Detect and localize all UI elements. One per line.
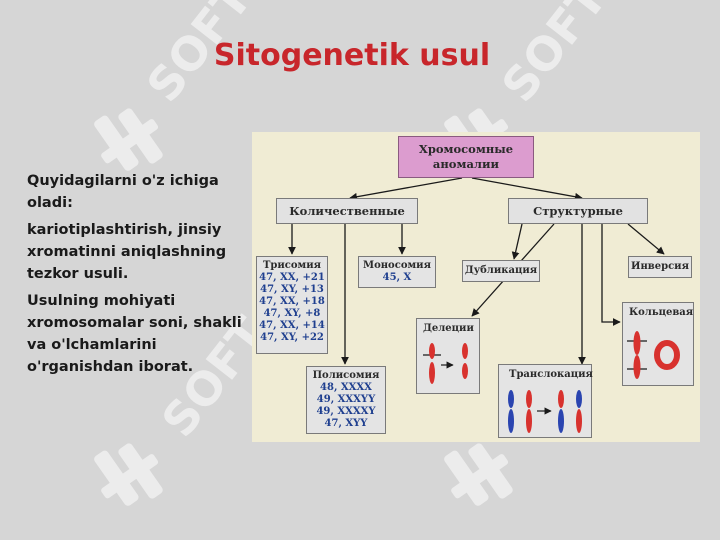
translocation-chromosomes-icon: [508, 390, 582, 433]
polysomy-item: 49, XXXYY: [316, 394, 376, 405]
node-duplication: Дубликация: [462, 260, 540, 282]
ring-label: Кольцевая: [629, 307, 694, 318]
node-polysomy: Полисомия 48, XXXX 49, XXXYY 49, XXXXY 4…: [306, 366, 386, 434]
polysomy-label: Полисомия: [312, 370, 380, 381]
watermark-logo-icon: [94, 443, 163, 506]
trisomy-item: 47, XY, +8: [263, 308, 321, 319]
paragraph-methods: kariotiplashtirish, jinsiy xromatinni an…: [27, 222, 227, 282]
chromosome-anomalies-diagram: Хромосомные аномалии Количественные Стру…: [252, 132, 700, 442]
node-translocation: Транслокация: [498, 364, 593, 438]
node-deletion: Делеции: [416, 318, 480, 394]
trisomy-item: 47, XX, +18: [259, 296, 325, 307]
node-structural: Структурные: [508, 198, 648, 224]
paragraph-intro: Quyidagilarni o'z ichiga oladi:: [27, 173, 219, 211]
trisomy-item: 47, XX, +21: [259, 272, 325, 283]
trisomy-item: 47, XX, +14: [259, 320, 325, 331]
root-line-1: Хромосомные: [418, 142, 514, 156]
watermark-logo-icon: [444, 443, 513, 506]
node-inversion: Инверсия: [628, 256, 692, 278]
node-trisomy: Трисомия 47, XX, +21 47, XY, +13 47, XX,…: [256, 256, 328, 354]
trisomy-item: 47, XY, +13: [260, 284, 324, 295]
paragraph-essence: Usulning mohiyati xromosomalar soni, sha…: [27, 293, 242, 375]
ring-chromosome-icon: [627, 331, 680, 379]
monosomy-label: Моносомия: [363, 260, 431, 271]
monosomy-item: 45, X: [382, 272, 412, 283]
node-monosomy: Моносомия 45, X: [358, 256, 436, 288]
deletion-label: Делеции: [423, 323, 474, 334]
description-text: Quyidagilarni o'z ichiga oladi: kariotip…: [27, 170, 242, 383]
polysomy-item: 48, XXXX: [320, 382, 372, 393]
watermark-logo-icon: [94, 108, 163, 171]
deletion-chromosomes-icon: [423, 343, 468, 384]
trisomy-item: 47, XY, +22: [260, 332, 324, 343]
node-ring: Кольцевая: [622, 302, 694, 386]
root-line-2: аномалии: [432, 157, 500, 171]
root-node-chromosome-anomalies: Хромосомные аномалии: [398, 136, 534, 178]
polysomy-item: 49, XXXXY: [316, 406, 376, 417]
polysomy-item: 47, XYY: [324, 418, 368, 429]
translocation-label: Транслокация: [509, 369, 593, 380]
slide-title: Sitogenetik usul: [213, 38, 491, 73]
trisomy-label: Трисомия: [262, 260, 322, 271]
node-quantitative: Количественные: [276, 198, 418, 224]
